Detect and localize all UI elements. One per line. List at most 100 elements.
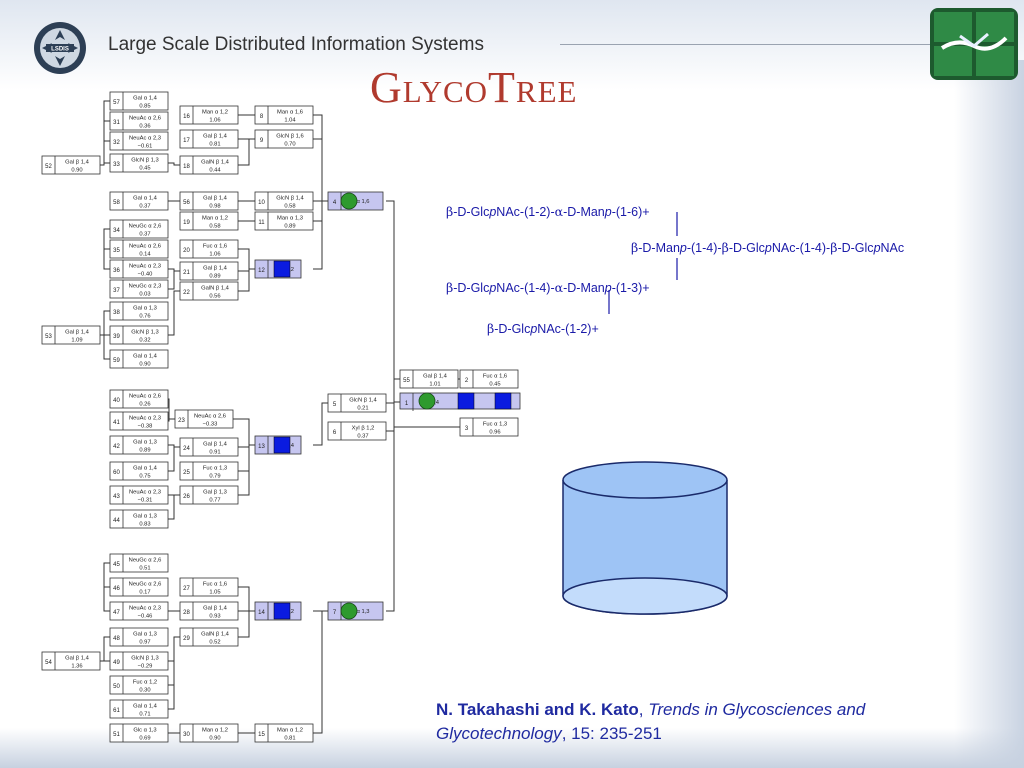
tree-node-id: 12: [258, 268, 265, 274]
tree-edge: [238, 138, 255, 166]
tree-node-label: GalN β 1,4: [201, 632, 230, 638]
tree-node-label: Glc α 1,3: [133, 728, 156, 734]
tree-node-value: 1.01: [429, 382, 440, 388]
tree-node-label: Fuc α 1,2: [133, 680, 157, 686]
tree-node-id: 2: [465, 378, 469, 384]
tree-node-id: 53: [45, 334, 52, 340]
tree-node-label: GlcN β 1,3: [131, 158, 159, 164]
tree-edge: [313, 138, 328, 202]
tree-edge: [238, 610, 255, 638]
tree-node-label: Man α 1,6: [277, 110, 303, 116]
tree-node-id: 35: [113, 248, 120, 254]
tree-node-label: Gal α 1,3: [133, 440, 157, 446]
tree-node-label: Fuc α 1,6: [203, 244, 227, 250]
lsdis-logo-text: LSDIS: [51, 47, 69, 53]
tree-node-id: 20: [183, 248, 190, 254]
tree-node-value: 1.06: [209, 118, 220, 124]
tree-node-id: 5: [333, 402, 337, 408]
tree-node-id: 45: [113, 562, 120, 568]
tree-node-label: 1,4: [286, 443, 295, 449]
tree-node-value: −0.33: [203, 422, 218, 428]
tree-node-label: Man α 1,2: [202, 728, 228, 734]
tree-node-id: 47: [113, 610, 120, 616]
tree-node-label: α 1,6: [356, 199, 369, 205]
tree-node-label: GalN β 1,4: [201, 286, 230, 292]
citation-authors: N. Takahashi and K. Kato: [436, 700, 639, 719]
tree-node-id: 21: [183, 270, 190, 276]
tree-edge: [168, 418, 175, 422]
tree-edge: [238, 268, 255, 292]
bottom-decoration: [0, 728, 1024, 768]
tree-node-label: NeuAc α 2,6: [129, 116, 161, 122]
tree-node-id: 52: [45, 164, 52, 170]
tree-node-id: 13: [258, 444, 265, 450]
tree-node-value: 0.98: [209, 204, 220, 210]
tree-node-id: 11: [258, 220, 265, 226]
citation-journal: Trends in Glycosciences and Glycotechnol…: [436, 700, 866, 743]
tree-node-id: 9: [260, 138, 264, 144]
tree-node-value: 1.09: [71, 338, 82, 344]
tree-node-label: NeuAc α 2,6: [194, 414, 226, 420]
tree-node-label: Fuc α 1,6: [203, 582, 227, 588]
tree-node-id: 27: [183, 586, 190, 592]
tree-node-id: 7: [333, 610, 337, 616]
tree-edge: [238, 586, 255, 612]
tree-node-value: 0.58: [284, 204, 295, 210]
tree-connectors: [100, 100, 518, 734]
tree-node-value: 0.90: [139, 362, 150, 368]
tree-node-id: 3: [465, 426, 469, 432]
tree-node-value: 0.32: [139, 338, 150, 344]
tree-edge: [386, 401, 400, 612]
tree-node-value: 0.89: [139, 448, 150, 454]
tree-node-label: Man α 1,3: [277, 216, 303, 222]
blue-square-node: [273, 260, 291, 278]
structure-line-4: β-D-GlcpNAc-(1-2)+: [487, 321, 599, 336]
tree-node-id: 49: [113, 660, 120, 666]
tree-node-value: 0.81: [284, 736, 295, 742]
tree-edge: [168, 290, 180, 336]
tree-node-id: 37: [113, 288, 120, 294]
tree-node-value: 0.81: [209, 142, 220, 148]
page-title: GlycoTree: [370, 63, 578, 112]
tree-node-value: 0.30: [139, 688, 150, 694]
tree-edge: [168, 398, 175, 420]
tree-node-value: −0.29: [138, 664, 153, 670]
tree-node-id: 1: [405, 401, 409, 407]
tree-node-label: Gal α 1,4: [133, 704, 157, 710]
tree-node-label: Gal β 1,4: [203, 266, 227, 272]
tree-node-id: 4: [333, 200, 337, 206]
tree-node-value: 0.56: [209, 294, 220, 300]
tree-node-value: −0.40: [138, 272, 153, 278]
tree-node-label: NeuAc α 2,3: [129, 490, 161, 496]
tree-node-id: 31: [113, 120, 120, 126]
tree-node-id: 28: [183, 610, 190, 616]
tree-node-label: NeuGc α 2,6: [129, 558, 162, 564]
structure-branch-lines: [608, 212, 678, 314]
tree-node-value: 0.26: [139, 402, 150, 408]
tree-node-value: 0.77: [209, 498, 220, 504]
tree-node-label: Gal β 1,4: [65, 656, 89, 662]
tree-node-label: NeuAc α 2,3: [129, 416, 161, 422]
tree-node-label: Fuc α 1,6: [483, 374, 507, 380]
tree-node-label: Gal α 1,3: [133, 306, 157, 312]
tree-edge: [168, 446, 180, 472]
